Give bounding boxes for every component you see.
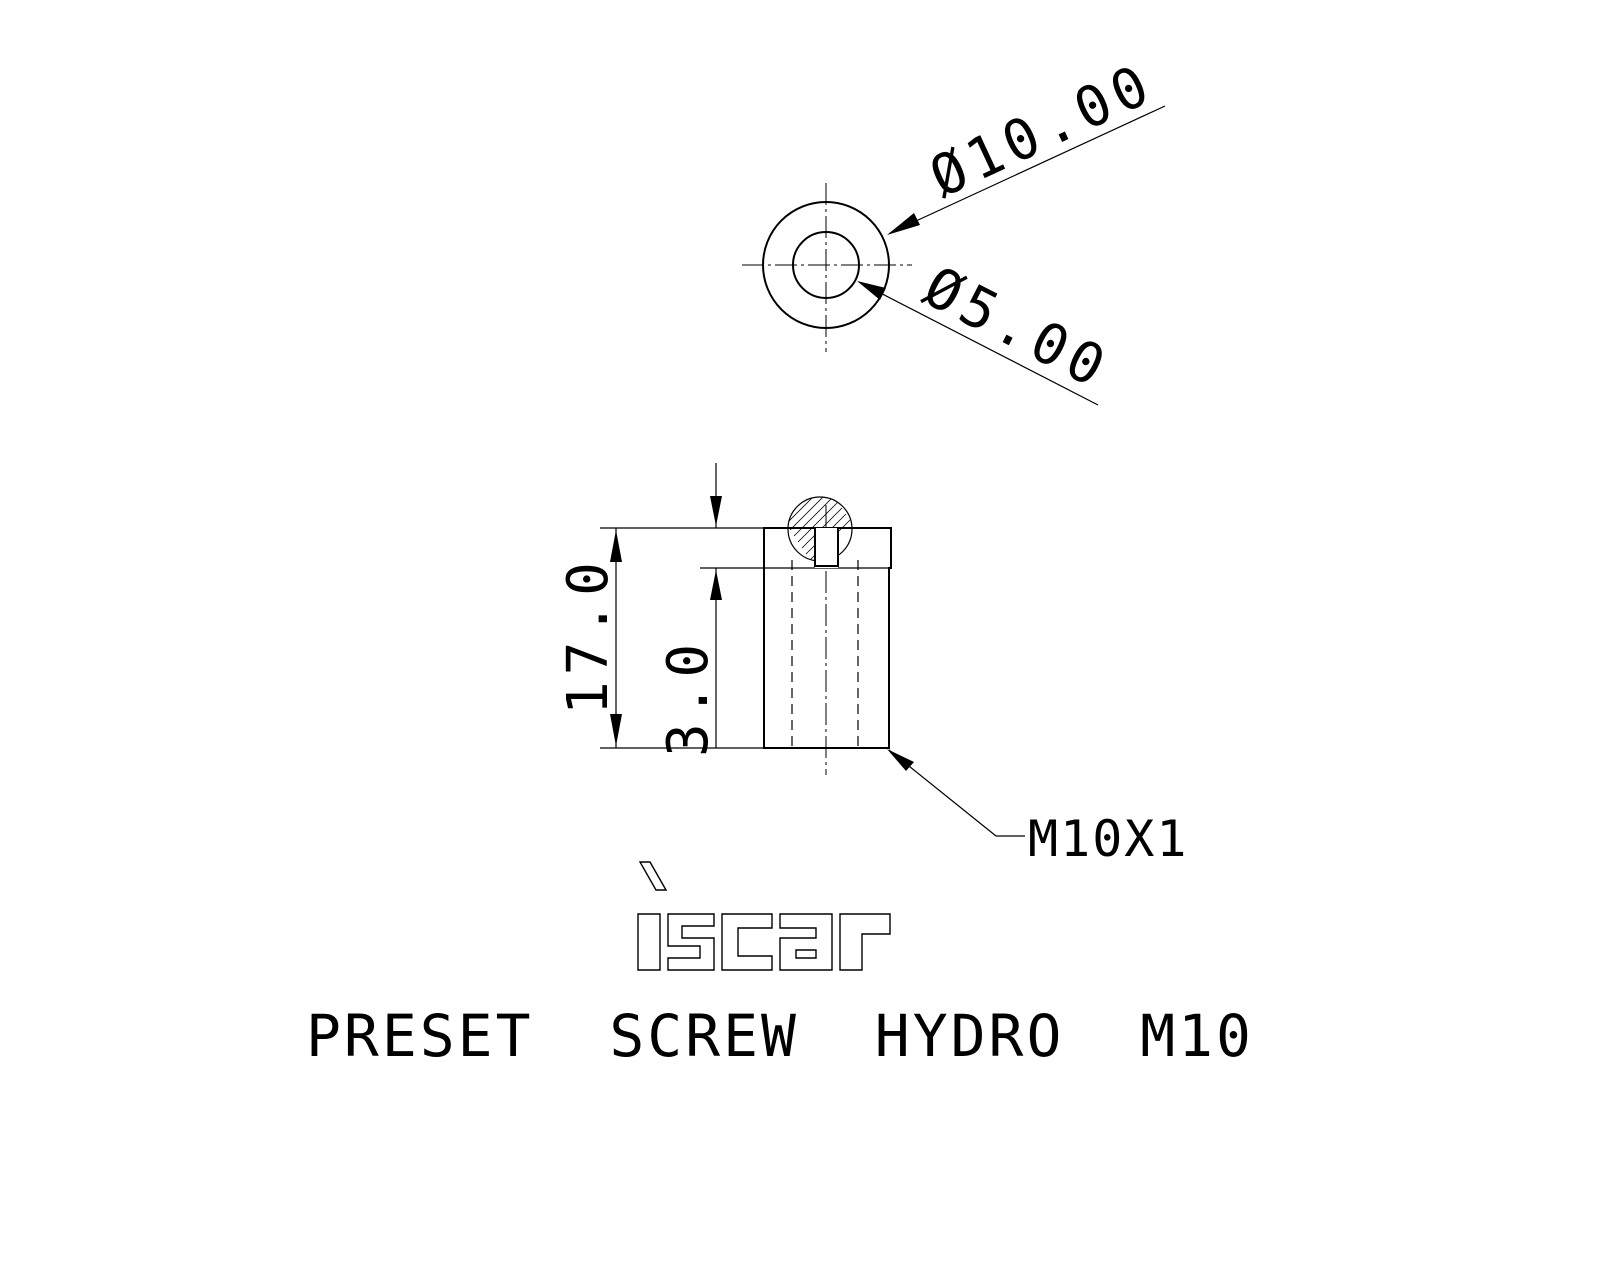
side-view bbox=[763, 496, 892, 775]
head-length-dimension bbox=[710, 463, 722, 748]
overall-length-dimension bbox=[610, 528, 622, 748]
thread-leader bbox=[887, 749, 1025, 837]
iscar-logo bbox=[637, 861, 891, 971]
outer-diameter-label: Ø10.00 bbox=[920, 51, 1163, 211]
end-view: Ø10.00 Ø5.00 bbox=[742, 51, 1166, 406]
part-title: PRESET SCREW HYDRO M10 bbox=[306, 1002, 1254, 1070]
inner-diameter-label: Ø5.00 bbox=[914, 255, 1120, 403]
overall-length-label: 17.0 bbox=[556, 556, 621, 715]
dimension-lines: 17.0 3.0 M10X1 bbox=[556, 463, 1189, 868]
outer-diameter-leader bbox=[887, 105, 1166, 235]
section-detail bbox=[787, 496, 853, 568]
thread-callout-label: M10X1 bbox=[1028, 810, 1189, 868]
inner-diameter-leader bbox=[857, 281, 1099, 406]
head-length-label: 3.0 bbox=[656, 638, 721, 757]
